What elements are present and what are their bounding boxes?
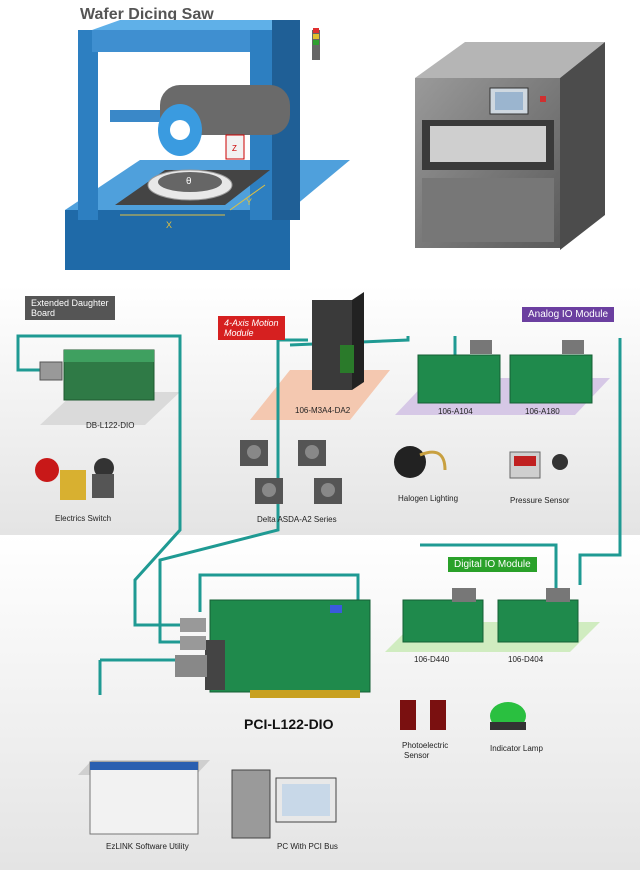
label-pc-with-pci-bus: PC With PCI Bus xyxy=(277,842,338,851)
axis-x-label: X xyxy=(166,220,172,230)
tag-analog-io-module: Analog IO Module xyxy=(522,307,615,322)
label-delta-asda-a2: Delta ASDA-A2 Series xyxy=(257,515,337,524)
label-sensor: Sensor xyxy=(404,751,430,760)
cable-network xyxy=(16,334,622,695)
tag-digital-io-module: Digital IO Module xyxy=(448,557,537,572)
label-106-d404: 106-D404 xyxy=(508,655,544,664)
label-106-m3a4-da2: 106-M3A4-DA2 xyxy=(295,406,351,415)
label-106-d440: 106-D440 xyxy=(414,655,450,664)
electrics-switch-illustration xyxy=(35,458,114,500)
analog-module-a180-illustration xyxy=(509,340,593,404)
digital-module-d440-illustration xyxy=(402,588,484,643)
label-ezlink-software: EzLINK Software Utility xyxy=(106,842,189,851)
label-indicator-lamp: Indicator Lamp xyxy=(490,744,543,753)
analog-module-a104-illustration xyxy=(417,340,501,404)
label-photoelectric: Photoelectric xyxy=(402,741,449,750)
label-halogen-lighting: Halogen Lighting xyxy=(398,494,459,503)
motion-driver-illustration xyxy=(312,292,364,390)
axis-y-label: Y xyxy=(246,197,252,207)
digital-module-d404-illustration xyxy=(497,588,579,643)
axis-theta-label: θ xyxy=(186,177,192,187)
halogen-lighting-illustration xyxy=(394,446,447,478)
pressure-sensor-illustration xyxy=(509,451,568,479)
label-pci-l122-dio: PCI-L122-DIO xyxy=(244,716,334,732)
wafer-dicing-saw-illustration xyxy=(65,20,350,270)
label-106-a104: 106-A104 xyxy=(438,407,473,416)
label-pressure-sensor: Pressure Sensor xyxy=(510,496,570,505)
label-electrics-switch: Electrics Switch xyxy=(55,514,112,523)
page-title: Wafer Dicing Saw xyxy=(80,6,214,23)
daughter-board-illustration xyxy=(39,349,155,401)
label-106-a180: 106-A180 xyxy=(525,407,560,416)
servo-motors-illustration xyxy=(240,440,342,504)
axis-z-label: Z xyxy=(232,144,237,153)
software-screenshot-illustration xyxy=(78,760,210,835)
tag-4-axis-motion-module: 4-Axis Motion Module xyxy=(218,316,285,340)
label-db-l122-dio: DB-L122-DIO xyxy=(86,421,135,430)
indicator-lamp-illustration xyxy=(490,702,526,730)
pci-card-illustration xyxy=(175,599,371,698)
photoelectric-sensor-illustration xyxy=(400,700,446,730)
pc-illustration xyxy=(231,769,337,839)
machine-cabinet-illustration xyxy=(415,42,605,250)
tag-extended-daughter-board: Extended Daughter Board xyxy=(25,296,115,320)
